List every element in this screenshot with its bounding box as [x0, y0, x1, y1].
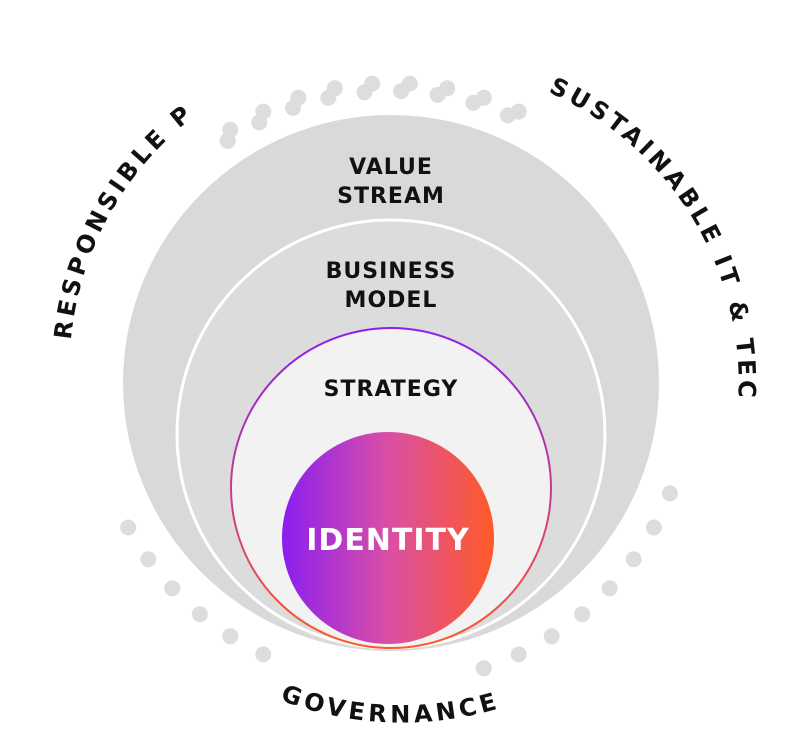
ring-dot: [499, 107, 516, 124]
identity-label: IDENTITY: [306, 523, 470, 558]
ring-dot: [543, 628, 560, 645]
ring-dot: [429, 86, 446, 103]
identity-core: [282, 432, 494, 644]
ring-dot: [661, 485, 678, 502]
ring-dot: [140, 551, 157, 568]
ring-dot: [191, 606, 208, 623]
ring-dot: [465, 94, 482, 111]
ring-dot: [356, 84, 373, 101]
ring-dot: [320, 89, 337, 106]
value-stream-label-line-1: VALUE: [349, 155, 433, 180]
ring-dot: [601, 580, 618, 597]
ring-dot: [475, 660, 492, 677]
business-model-label-line-1: BUSINESS: [326, 259, 457, 284]
business-model-label-line-2: MODEL: [345, 288, 438, 313]
ring-dot: [393, 83, 410, 100]
ring-dot: [219, 132, 236, 149]
governance-text: GOVERNANCE: [278, 679, 499, 728]
ring-dot: [625, 551, 642, 568]
ring-dot: [285, 99, 301, 116]
value-stream-label-line-2: STREAM: [337, 184, 445, 209]
ring-dot: [120, 519, 137, 536]
ring-dot: [645, 519, 662, 536]
strategy-label: STRATEGY: [324, 377, 459, 402]
dotted-ring: [120, 75, 678, 677]
ring-dot: [251, 114, 268, 131]
ring-dot: [255, 646, 272, 663]
ring-dot: [164, 580, 181, 597]
governance-arc-label: GOVERNANCE: [278, 679, 503, 728]
ring-dot: [222, 628, 239, 645]
ring-dot: [574, 606, 591, 623]
ring-dot: [510, 646, 527, 663]
